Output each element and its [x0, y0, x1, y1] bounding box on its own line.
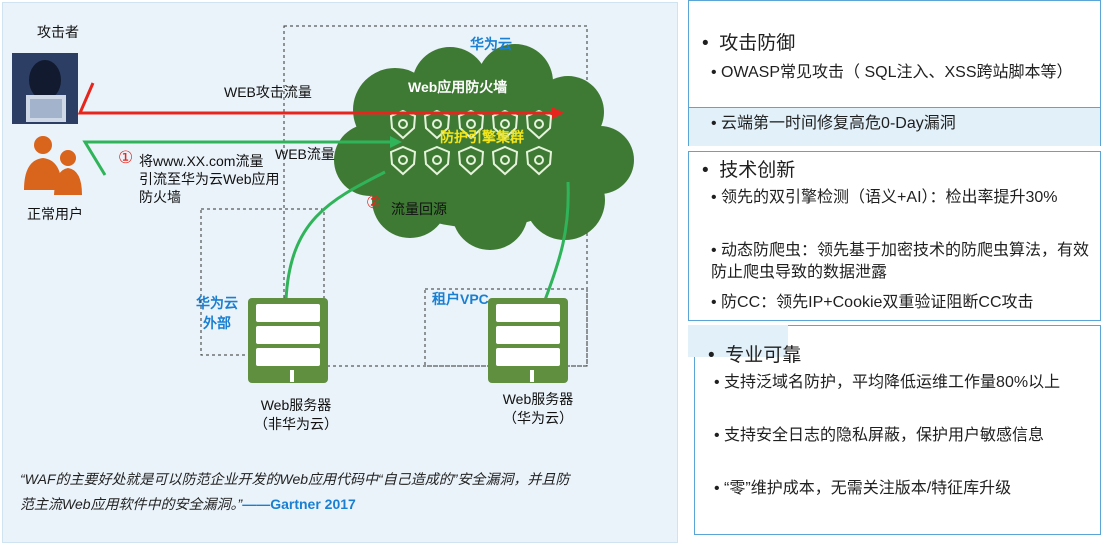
gartner-quote: “WAF的主要好处就是可以防范企业开发的Web应用代码中“自己造成的”安全漏洞，… [20, 471, 570, 512]
feature-item: • 支持安全日志的隐私屏蔽，保护用户敏感信息 [714, 427, 1045, 444]
shield-icon-core [466, 155, 476, 165]
return-flow-left [284, 170, 386, 301]
normal-user-label: 正常用户 [27, 206, 83, 222]
section-tech-innovation [688, 151, 1101, 321]
shield-icon-core [398, 119, 408, 129]
diagram-canvas [12, 25, 634, 383]
attack-arrow-head [552, 107, 564, 119]
engine-cluster-label: 防护引擎集群 [440, 129, 524, 145]
quote-source: ——Gartner 2017 [242, 496, 356, 512]
shield-icon-core [500, 155, 510, 165]
waf-label: Web应用防火墙 [408, 79, 508, 95]
shield-icon [491, 109, 519, 140]
shield-icon-core [534, 155, 544, 165]
shield-icon-core [466, 119, 476, 129]
shield-icon-core [534, 119, 544, 129]
features-panel: • 攻击防御 • 技术创新 • 专业可靠 • OWASP常见攻击（ SQL注入、… [684, 0, 1105, 545]
web-flow-label: WEB流量 [275, 146, 335, 162]
section-attack-defense [688, 0, 1101, 108]
server-left-caption: Web服务器 （非华为云） [254, 397, 338, 432]
step2-marker: ② [366, 193, 382, 212]
step1-marker: ① [118, 148, 134, 167]
shield-icon [491, 145, 519, 176]
huawei-cloud-label: 华为云 [470, 36, 512, 52]
shield-icon [423, 145, 451, 176]
server-right-caption: Web服务器 （华为云） [502, 391, 574, 426]
section-reliability-header-bg [688, 325, 788, 357]
attack-flow-arrow [77, 82, 552, 115]
outside-cloud-label: 华为云 外部 [196, 295, 238, 331]
shield-icon-core [398, 155, 408, 165]
normal-flow-arrow [82, 140, 390, 176]
shield-icon [525, 109, 553, 140]
shield-icon [525, 145, 553, 176]
shield-icon-grid [389, 109, 553, 176]
feature-item: • “零”维护成本，无需关注版本/特征库升级 [714, 480, 1012, 497]
section-title-1: • 攻击防御 [702, 33, 796, 54]
feature-item: • OWASP常见攻击（ SQL注入、XSS跨站脚本等） [711, 64, 1073, 81]
attacker-label: 攻击者 [37, 24, 79, 40]
shield-icon [389, 109, 417, 140]
shield-icon [389, 145, 417, 176]
step1-description: 将www.XX.com流量 引流至华为云Web应用 防火墙 [139, 153, 280, 205]
section-reliability [694, 325, 1101, 535]
web-server-right-icon [488, 298, 568, 383]
section-attack-defense-tail [688, 108, 1101, 146]
shield-icon [457, 109, 485, 140]
feature-item: • 支持泛域名防护，平均降低运维工作量80%以上 [714, 374, 1061, 391]
return-flow-right [543, 181, 570, 301]
shield-icon-core [432, 119, 442, 129]
web-server-left-icon [248, 298, 328, 383]
shield-icon-core [432, 155, 442, 165]
feature-item: • 领先的双引擎检测（语义+AI）：检出率提升30% [711, 189, 1058, 206]
waf-cloud-shape [334, 44, 634, 250]
section-title-2: • 技术创新 [702, 160, 796, 181]
normal-arrow-head [390, 136, 402, 148]
feature-item: • 云端第一时间修复高危0-Day漏洞 [711, 115, 956, 132]
shield-icon [423, 109, 451, 140]
shield-icon [457, 145, 485, 176]
feature-item: • 防CC：领先IP+Cookie双重验证阻断CC攻击 [711, 294, 1034, 311]
hacker-icon [12, 53, 78, 124]
shield-icon-core [500, 119, 510, 129]
tenant-vpc-label: 租户VPC [432, 291, 489, 307]
step2-description: 流量回源 [391, 201, 447, 217]
feature-item: • 动态防爬虫：领先基于加密技术的防爬虫算法，有效防止爬虫导致的数据泄露 [711, 242, 1090, 281]
web-attack-flow-label: WEB攻击流量 [224, 84, 312, 100]
user-group-icon [24, 136, 82, 195]
section-title-3: • 专业可靠 [708, 345, 802, 366]
